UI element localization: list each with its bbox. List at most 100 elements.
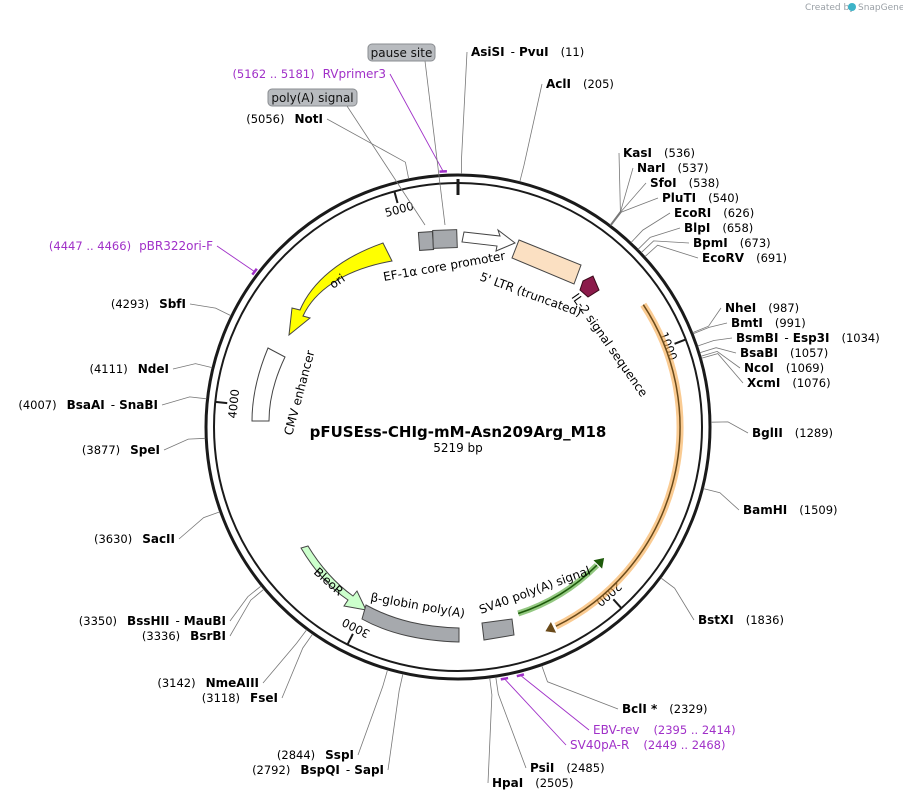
enzyme-name: SacII	[142, 532, 175, 546]
feature-tag-box[interactable]	[267, 88, 358, 107]
tag-leader-line	[424, 60, 446, 226]
restriction-site-label[interactable]: BmtI(991)	[731, 316, 806, 330]
site-leader-line	[610, 182, 647, 226]
restriction-site-label[interactable]: (2844)SspI	[277, 748, 354, 762]
il2-signal-box[interactable]	[511, 239, 582, 285]
feature-label-il2: IL-2 signal sequence	[569, 291, 651, 400]
site-leader-line	[461, 51, 468, 175]
enzyme-name: NheI	[725, 301, 756, 315]
site-leader-line	[326, 118, 410, 179]
restriction-site-label[interactable]: PsiI(2485)	[530, 761, 605, 775]
cmv-enhancer-box[interactable]	[251, 347, 286, 422]
site-position: (1509)	[799, 503, 837, 517]
restriction-site-label[interactable]: (4007)BsaAI-SnaBI	[18, 398, 158, 412]
restriction-site-label[interactable]: (3336) BsrBI	[142, 629, 226, 643]
restriction-site-label[interactable]: AsiSI-PvuI(11)	[471, 45, 584, 59]
restriction-site-label[interactable]: NarI(537)	[637, 161, 708, 175]
restriction-site-label[interactable]: BsmBI-Esp3I(1034)	[736, 331, 880, 345]
site-leader-line	[697, 337, 733, 347]
enzyme-name: SpeI	[130, 443, 160, 457]
site-leader-line	[281, 633, 313, 699]
primer-label[interactable]: EBV-rev(2395 .. 2414)	[593, 723, 736, 737]
enzyme-name: BstXI	[698, 613, 734, 627]
beta-globin-polya-box[interactable]	[361, 604, 460, 643]
il2-marker-icon[interactable]	[579, 275, 600, 298]
primer-range: (4447 .. 4466)	[49, 239, 131, 253]
enzyme-name: BsrBI	[190, 629, 226, 643]
restriction-site-label[interactable]: PluTI(540)	[662, 191, 739, 205]
tick-mark	[612, 598, 623, 609]
enzyme-name: FseI	[250, 691, 278, 705]
restriction-site-label[interactable]: EcoRV(691)	[702, 251, 787, 265]
sv40-polya-box[interactable]	[481, 618, 515, 641]
restriction-site-label[interactable]: EcoRI(626)	[674, 206, 754, 220]
restriction-site-label[interactable]: BstXI (1836)	[698, 613, 784, 627]
enzyme-name-2: SnaBI	[119, 398, 158, 412]
restriction-site-label[interactable]: (3877)SpeI	[82, 443, 160, 457]
primer-label[interactable]: (4447 .. 4466)pBR322ori-F	[49, 239, 213, 253]
site-leader-line	[357, 669, 388, 756]
restriction-site-label[interactable]: (2792)BspQI-SapI	[252, 763, 384, 777]
restriction-site-label[interactable]: AclI(205)	[546, 77, 614, 91]
tick-label: 5000	[383, 199, 415, 220]
ltr-feature-arrow[interactable]	[461, 228, 516, 252]
primer-marker[interactable]	[516, 673, 525, 678]
feature-tag-box[interactable]	[367, 43, 436, 62]
restriction-site-label[interactable]: BglII(1289)	[752, 426, 833, 440]
ef1a-promoter-box-1[interactable]	[417, 230, 435, 252]
restriction-site-label[interactable]: BamHI(1509)	[743, 503, 838, 517]
restriction-site-label[interactable]: (3630) SacII	[94, 532, 175, 546]
restriction-site-label[interactable]: NcoI(1069)	[744, 361, 824, 375]
site-leader-line	[387, 673, 404, 771]
enzyme-name: AclI	[546, 77, 571, 91]
ori-feature-arrow[interactable]	[288, 242, 393, 337]
enzyme-name-2: PvuI	[519, 45, 549, 59]
restriction-site-label[interactable]: XcmI(1076)	[747, 376, 831, 390]
primer-range: (2449 .. 2468)	[643, 738, 725, 752]
site-leader-line	[163, 437, 206, 451]
primer-name: EBV-rev	[593, 723, 639, 737]
restriction-site-label[interactable]: KasI(536)	[623, 146, 695, 160]
restriction-site-label[interactable]: (4111)NdeI	[90, 362, 170, 376]
restriction-site-label[interactable]: SfoI(538)	[650, 176, 720, 190]
restriction-site-label[interactable]: (5056)NotI	[246, 112, 323, 126]
bleor-feature-arrow[interactable]	[300, 545, 367, 611]
site-position: (1034)	[842, 331, 880, 345]
primer-label[interactable]: SV40pA-R(2449 .. 2468)	[570, 738, 725, 752]
site-position: (5056)	[246, 112, 284, 126]
site-leader-line	[701, 353, 744, 384]
restriction-site-label[interactable]: (3142)NmeAIII	[157, 676, 259, 690]
primer-marker[interactable]	[251, 267, 258, 276]
plasmid-title: pFUSEss-CHIg-mM-Asn209Arg_M18	[310, 423, 607, 441]
primer-label[interactable]: (5162 .. 5181)RVprimer3	[232, 67, 386, 81]
enzyme-name: BmtI	[731, 316, 763, 330]
site-leader-line	[630, 212, 671, 243]
ef1a-promoter-box-2[interactable]	[432, 229, 458, 249]
restriction-site-label[interactable]: BsaBI(1057)	[740, 346, 828, 360]
site-position: (987)	[768, 301, 799, 315]
enzyme-name: NarI	[637, 161, 666, 175]
restriction-site-label[interactable]: BclI *(2329)	[622, 702, 708, 716]
primer-marker[interactable]	[500, 676, 509, 681]
site-position: (1836)	[746, 613, 784, 627]
site-position: (3630)	[94, 532, 132, 546]
site-leader-line	[610, 197, 659, 226]
site-position: (4111)	[90, 362, 128, 376]
restriction-site-label[interactable]: BpmI(673)	[693, 236, 771, 250]
restriction-site-label[interactable]: (4293)SbfI	[111, 297, 186, 311]
restriction-site-label[interactable]: BlpI(658)	[684, 221, 753, 235]
restriction-site-label[interactable]: (3350)BssHII-MauBI	[79, 614, 226, 628]
restriction-site-label[interactable]: NheI (987)	[725, 301, 799, 315]
site-position: (1069)	[786, 361, 824, 375]
restriction-site-label[interactable]: (3118)FseI	[202, 691, 278, 705]
snapgene-watermark: Created by SnapGene	[805, 3, 903, 13]
feature-label-bleor: BleoR	[311, 565, 346, 599]
site-leader-line	[700, 350, 741, 369]
enzyme-name: BspQI	[300, 763, 340, 777]
plasmid-backbone	[204, 173, 712, 681]
restriction-site-label[interactable]: HpaI(2505)	[492, 776, 573, 790]
green-feature-arrow-core	[517, 564, 598, 615]
site-position: (3336)	[142, 629, 180, 643]
site-leader-line	[660, 577, 695, 621]
